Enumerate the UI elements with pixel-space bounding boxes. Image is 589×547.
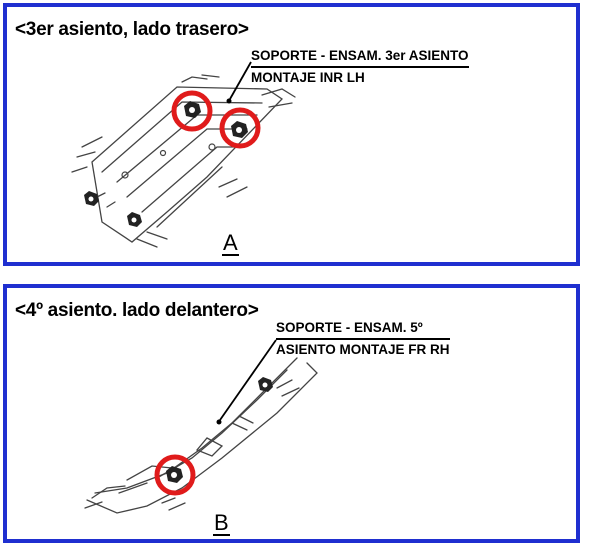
panel-a-rear-side: <3er asiento, lado trasero>	[3, 3, 580, 266]
panel-b-highlights	[154, 454, 196, 496]
highlight-circle	[219, 107, 261, 149]
highlight-circle	[171, 90, 213, 132]
panel-b-title: <4º asiento. lado delantero>	[15, 300, 259, 321]
bolt-icon	[84, 191, 99, 206]
bolt-icon	[184, 101, 201, 118]
panel-b-callout: SOPORTE - ENSAM. 5º ASIENTO MONTAJE FR R…	[276, 319, 450, 359]
panel-a-bracket-drawing	[71, 61, 296, 248]
panel-a-highlights	[171, 90, 261, 149]
panel-a-rail-outline	[71, 74, 296, 248]
panel-a-callout-line1: SOPORTE - ENSAM. 3er ASIENTO	[251, 47, 469, 68]
panel-b-bracket-drawing	[84, 339, 318, 514]
panel-a-title: <3er asiento, lado trasero>	[15, 19, 249, 40]
bolt-icon	[127, 212, 142, 227]
panel-b-callout-line1: SOPORTE - ENSAM. 5º	[276, 319, 450, 340]
highlight-circle	[154, 454, 196, 496]
panel-b-callout-line2: ASIENTO MONTAJE FR RH	[276, 342, 450, 357]
panel-b-view-letter: B	[213, 510, 230, 536]
bolt-icon	[231, 121, 248, 138]
panel-a-holes	[121, 143, 216, 179]
panel-a-leader-line	[226, 61, 252, 104]
panel-b-rail-outline	[84, 357, 318, 514]
bolt-icon	[258, 377, 273, 392]
panel-b-bolts	[166, 377, 273, 483]
panel-a-view-letter: A	[222, 230, 239, 256]
panel-a-callout: SOPORTE - ENSAM. 3er ASIENTO MONTAJE INR…	[251, 47, 469, 87]
panel-a-bolts	[84, 101, 248, 227]
bolt-icon	[166, 466, 183, 483]
panel-b-front-side: <4º asiento. lado delantero>	[3, 284, 580, 543]
panel-b-leader-line	[216, 339, 277, 425]
panel-a-callout-line2: MONTAJE INR LH	[251, 70, 365, 85]
